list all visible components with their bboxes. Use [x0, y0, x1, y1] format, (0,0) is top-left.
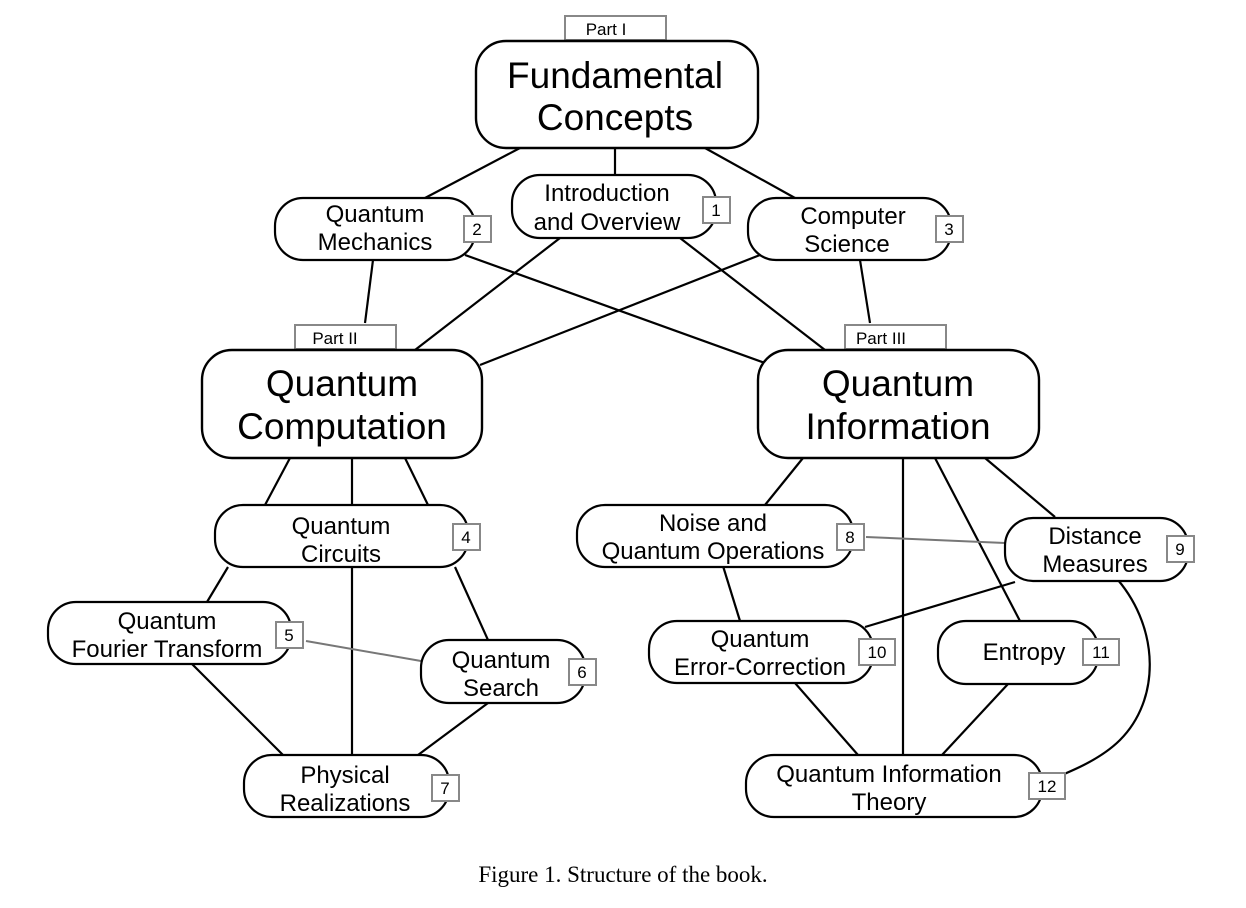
edge-ch11-ch12: [941, 683, 1009, 756]
chapter-node-12: Quantum Information Theory 12: [744, 753, 1066, 819]
edge-ch3-computation: [479, 253, 761, 367]
edge-fundamental-ch2: [424, 147, 521, 199]
chapter-node-1: Introduction and Overview 1: [510, 173, 731, 240]
chapter-node-3: Computer Science 3: [746, 196, 964, 262]
chapters-ch8-lines-1-label: Quantum Operations: [602, 538, 825, 565]
edge-computation-ch4-left: [264, 457, 291, 506]
chapter-node-6: Quantum Search 6: [419, 638, 597, 705]
chapter-node-5: Quantum Fourier Transform 5: [46, 600, 304, 666]
chapter-number-5: 5: [284, 626, 293, 645]
chapters-ch2-lines-0-label: Quantum: [326, 201, 425, 228]
fundamental-concepts-line1: Fundamental: [507, 55, 723, 96]
edge-information-ch8: [764, 457, 804, 506]
chapter-number-11: 11: [1092, 643, 1110, 662]
chapter-node-4: Quantum Circuits 4: [213, 503, 481, 569]
chapters-ch10-lines-1-label: Error-Correction: [674, 654, 846, 681]
chapter-number-10: 10: [868, 643, 887, 662]
chapters-ch6-lines-0-label: Quantum: [452, 647, 551, 674]
parts-part1-label: Part I: [586, 20, 627, 39]
chapters-ch4-lines-0-label: Quantum: [292, 513, 391, 540]
part-1-tag: Part I: [564, 15, 667, 41]
chapter-number-4: 4: [461, 528, 470, 547]
chapters-ch12-lines-0-label: Quantum Information: [776, 761, 1001, 788]
edge-information-ch9: [984, 457, 1056, 518]
edge-ch4-ch5: [206, 566, 229, 603]
chapter-number-1: 1: [711, 201, 720, 220]
chapter-node-10: Quantum Error-Correction 10: [647, 619, 896, 685]
edge-ch2-computation: [363, 259, 375, 324]
chapter-number-8: 8: [845, 528, 854, 547]
edge-ch9-ch12: [1039, 579, 1151, 786]
chapter-node-8: Noise and Quantum Operations 8: [575, 503, 865, 569]
edge-ch8-ch9: [865, 536, 1006, 544]
chapters-ch6-lines-1-label: Search: [463, 675, 539, 702]
quantum-information-line1: Quantum: [822, 363, 974, 404]
fundamental-concepts-line2: Concepts: [537, 97, 693, 138]
chapters-ch12-lines-1-label: Theory: [852, 789, 927, 816]
edge-ch1-information: [679, 237, 826, 351]
quantum-information-node: Quantum Information: [756, 348, 1041, 460]
chapters-ch8-lines-0-label: Noise and: [659, 510, 767, 537]
edge-fundamental-ch3: [704, 147, 796, 199]
edge-ch8-ch10: [721, 565, 742, 622]
quantum-computation-node: Quantum Computation: [200, 348, 484, 460]
edge-ch4-ch6: [453, 566, 490, 641]
chapter-number-9: 9: [1175, 540, 1184, 559]
chapter-number-2: 2: [472, 220, 481, 239]
chapters-ch7-lines-1-label: Realizations: [280, 790, 411, 817]
chapter-node-11: Entropy 11: [936, 619, 1120, 686]
quantum-computation-line2: Computation: [237, 406, 447, 447]
connectors: [191, 147, 1151, 786]
chapters-ch3-lines-1-label: Science: [804, 231, 889, 258]
edge-ch3-information: [858, 259, 872, 324]
edge-ch5-ch7: [191, 663, 284, 756]
chapters-ch1-lines-0-label: Introduction: [544, 180, 669, 207]
chapter-node-7: Physical Realizations 7: [242, 753, 460, 819]
chapters-ch5-lines-0-label: Quantum: [118, 608, 217, 635]
part-3-tag: Part III: [844, 324, 947, 350]
parts-part3-label: Part III: [856, 329, 906, 348]
chapters-ch3-lines-0-label: Computer: [800, 203, 905, 230]
chapter-node-2: Quantum Mechanics 2: [273, 196, 492, 262]
edge-ch10-ch12: [794, 682, 859, 756]
chapters-ch7-lines-0-label: Physical: [300, 762, 389, 789]
figure-caption: Figure 1. Structure of the book.: [478, 862, 768, 887]
parts-part2-label: Part II: [312, 329, 357, 348]
edge-ch9-ch10: [864, 580, 1016, 629]
quantum-information-line2: Information: [805, 406, 990, 447]
chapter-node-9: Distance Measures 9: [1003, 516, 1195, 583]
chapter-number-3: 3: [944, 220, 953, 239]
edge-information-ch11: [934, 457, 1021, 622]
edge-ch6-ch7: [417, 702, 489, 756]
chapters-ch4-lines-1-label: Circuits: [301, 541, 381, 568]
chapters-ch9-lines-1-label: Measures: [1042, 551, 1147, 578]
chapter-number-12: 12: [1038, 777, 1057, 796]
chapters-ch9-lines-0-label: Distance: [1048, 523, 1141, 550]
chapter-number-7: 7: [440, 779, 449, 798]
chapters-ch11-lines-0-label: Entropy: [983, 639, 1066, 666]
edge-computation-ch4-right: [404, 457, 429, 506]
quantum-computation-line1: Quantum: [266, 363, 418, 404]
edge-ch1-computation: [414, 237, 561, 351]
part-2-tag: Part II: [294, 324, 397, 350]
fundamental-concepts-node: Fundamental Concepts: [474, 39, 760, 150]
chapters-ch2-lines-1-label: Mechanics: [318, 229, 433, 256]
chapters-ch10-lines-0-label: Quantum: [711, 626, 810, 653]
edge-ch5-ch6: [305, 640, 422, 662]
chapters-ch5-lines-1-label: Fourier Transform: [72, 636, 263, 663]
chapter-number-6: 6: [577, 663, 586, 682]
chapters-ch1-lines-1-label: and Overview: [534, 209, 681, 236]
